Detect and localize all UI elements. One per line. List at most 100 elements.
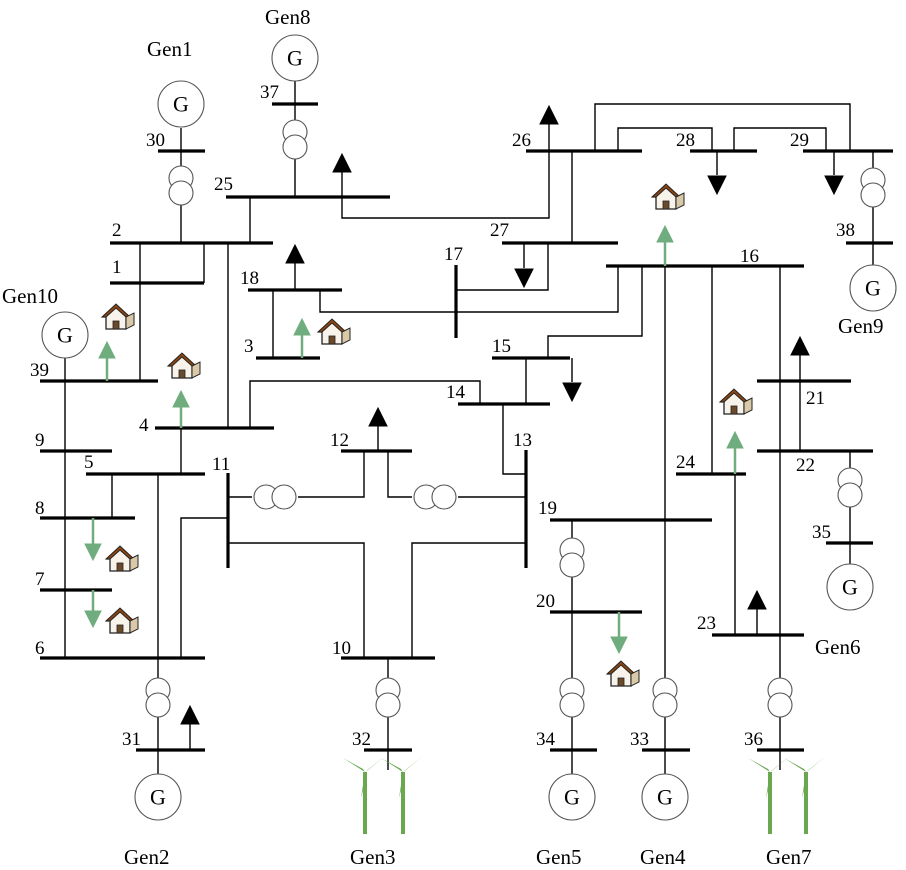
generator-label: Gen4 [640,845,686,869]
transformer-icon [413,484,457,510]
generator-icon: G [641,773,689,821]
svg-text:G: G [173,92,189,117]
load-arrow-icon [539,104,559,151]
bus-label: 1 [112,257,122,278]
svg-text:G: G [57,323,73,348]
bus-label: 5 [84,452,94,473]
bus-label: 38 [836,220,855,241]
bus-label: 28 [676,130,695,151]
bus-label: 11 [212,454,230,475]
load-arrows [180,104,844,750]
house-icon [651,183,685,210]
svg-text:G: G [865,276,881,301]
transformer-icon [282,119,308,160]
bus-labels: 1 2 3 4 5 6 7 8 9 10 11 12 13 14 15 16 1… [30,82,855,750]
house-icon [317,318,351,345]
transformer-icon [652,677,678,718]
generator-labels: Gen1 Gen2 Gen3 Gen4 Gen5 Gen6 Gen7 Gen8 … [2,5,884,869]
flow-arrows [84,224,744,655]
generator-icon: G [548,773,596,821]
flow-arrow-icon [656,224,674,266]
load-arrow-icon [285,243,305,290]
bus-label: 31 [122,729,141,750]
generator-label: Gen5 [536,845,582,869]
bus-label: 2 [112,220,122,241]
generator-icon: G [826,563,874,611]
generator-label: Gen9 [838,314,884,338]
generator-label: Gen10 [2,284,58,308]
bus-label: 21 [806,388,825,409]
flow-arrow-icon [84,590,102,629]
generators: G G G G G G G G [41,34,897,821]
svg-text:G: G [564,785,580,810]
generator-icon: G [41,311,89,359]
house-icon [105,545,139,572]
bus-label: 34 [536,729,556,750]
bus-label: 19 [538,498,557,519]
generator-icon: G [134,773,182,821]
bus-label: 12 [330,430,349,451]
bus-label: 13 [513,430,532,451]
generator-icon: G [271,34,319,82]
bus-label: 29 [790,130,809,151]
bus-label: 20 [536,591,555,612]
flow-arrow-icon [726,430,744,474]
bus-label: 33 [630,729,649,750]
load-arrow-icon [180,704,200,750]
transformer-icon [767,677,793,718]
generator-label: Gen7 [766,845,812,869]
house-icon [101,303,135,330]
bus-label: 9 [35,430,45,451]
load-arrow-icon [368,406,388,451]
load-arrow-icon [332,152,352,197]
bus-label: 6 [35,638,45,659]
generator-icon: G [849,264,897,312]
load-arrow-icon [747,589,767,635]
house-icon [105,607,139,634]
bus-label: 7 [35,569,45,590]
load-arrow-icon [514,243,534,289]
generator-label: Gen6 [815,635,861,659]
bus-label: 23 [697,613,716,634]
transformers [145,119,886,718]
bus-label: 17 [444,244,463,265]
transformer-icon [145,677,171,718]
bus-label: 27 [490,220,509,241]
transformer-icon [253,484,297,510]
transmission-lines [64,80,874,775]
transformer-icon [860,167,886,208]
bus-label: 37 [260,82,279,103]
house-icon [606,660,640,687]
generator-icon: G [157,80,205,128]
bus-bars [40,102,893,752]
generator-label: Gen3 [350,845,396,869]
bus-label: 35 [812,522,831,543]
generator-label: Gen8 [265,5,311,29]
transformer-icon [559,537,585,578]
generator-label: Gen2 [124,845,170,869]
bus-label: 22 [796,455,815,476]
houses [101,183,753,687]
bus-label: 15 [492,336,511,357]
svg-text:G: G [657,785,673,810]
flow-arrow-icon [98,340,116,381]
svg-text:G: G [287,46,303,71]
bus-label: 36 [744,729,763,750]
flow-arrow-icon [610,612,628,655]
load-arrow-icon [707,151,727,196]
bus-label: 10 [332,638,351,659]
house-icon [167,352,201,379]
svg-text:G: G [150,785,166,810]
house-icon [719,388,753,415]
wind-turbine-icon [341,754,387,836]
bus-label: 32 [352,729,371,750]
bus-label: 24 [676,452,696,473]
transformer-icon [559,677,585,718]
transformer-icon [837,467,863,508]
flow-arrow-icon [172,389,190,428]
load-arrow-icon [824,151,844,196]
bus-label: 25 [214,174,233,195]
load-arrow-icon [562,358,582,403]
bus-label: 14 [446,382,466,403]
